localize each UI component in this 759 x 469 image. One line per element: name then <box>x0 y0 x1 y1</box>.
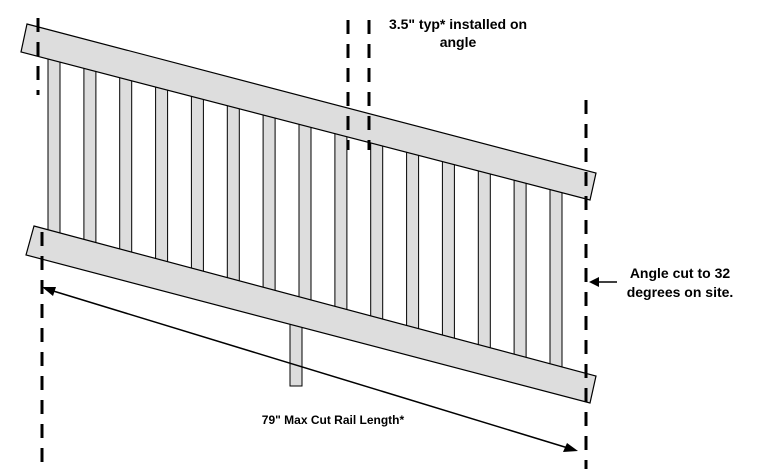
angle-note-line1: Angle cut to 32 <box>630 265 731 281</box>
baluster <box>190 86 204 275</box>
baluster <box>477 161 491 352</box>
spacing-note-line2: angle <box>440 34 477 50</box>
top-rail <box>20 23 597 201</box>
baluster <box>262 105 276 295</box>
baluster <box>226 95 240 285</box>
baluster <box>441 152 455 342</box>
angle-cut-arrow <box>589 277 617 287</box>
support-post <box>289 319 303 387</box>
baluster <box>513 170 527 362</box>
angle-note-line2: degrees on site. <box>627 284 734 300</box>
baluster <box>406 142 420 333</box>
length-label: 79" Max Cut Rail Length* <box>262 413 405 427</box>
baluster <box>83 58 97 247</box>
baluster <box>370 133 384 323</box>
spacing-note-line1: 3.5" typ* installed on <box>389 16 527 32</box>
length-dimension-arrow <box>42 287 578 452</box>
baluster <box>119 67 133 256</box>
baluster <box>298 114 312 304</box>
bottom-rail <box>25 225 597 404</box>
baluster <box>334 123 348 314</box>
baluster <box>47 48 61 237</box>
baluster <box>155 77 169 266</box>
baluster <box>549 180 563 371</box>
